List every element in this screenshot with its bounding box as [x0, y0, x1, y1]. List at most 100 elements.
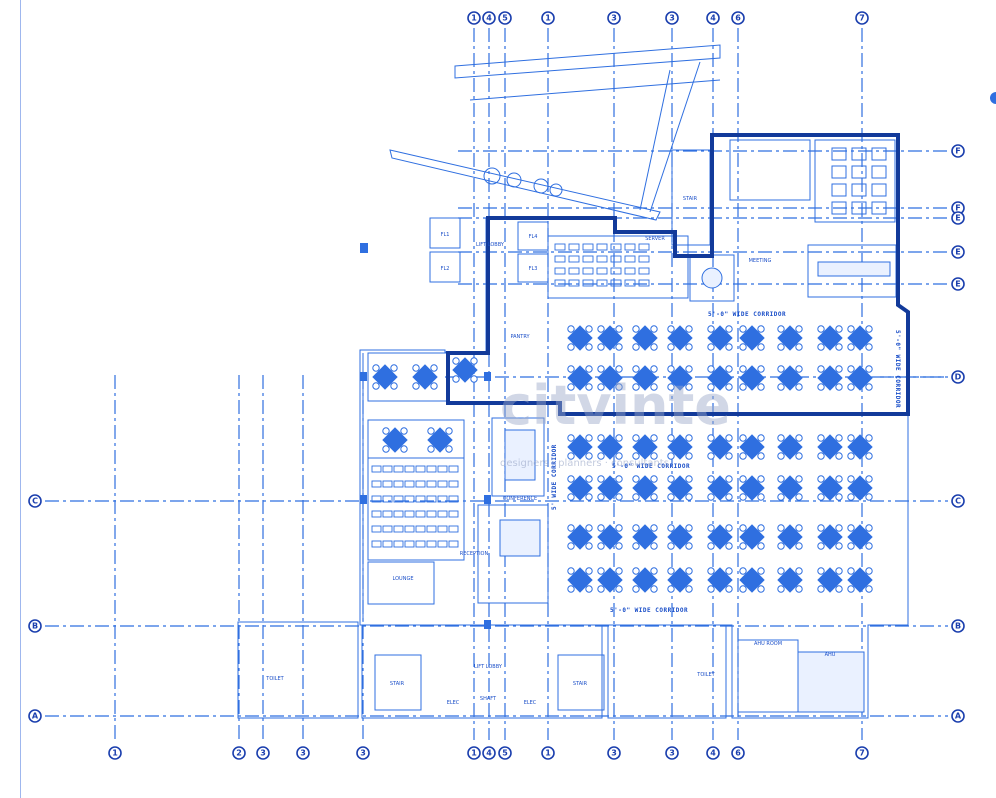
- desk: [851, 165, 867, 179]
- chair: [835, 524, 843, 532]
- workstation-cluster: [567, 567, 593, 593]
- grid-bubble-label: F: [955, 204, 960, 213]
- chair: [685, 475, 693, 483]
- workstation-cluster: [667, 434, 693, 460]
- chair: [615, 343, 623, 351]
- cluster-desk: [817, 434, 843, 460]
- chair: [650, 493, 658, 501]
- workstation-cluster: [597, 365, 623, 391]
- chair: [777, 567, 785, 575]
- grid-bubble-label: 6: [735, 749, 741, 758]
- chair: [650, 343, 658, 351]
- chair: [835, 585, 843, 593]
- cluster-desk: [632, 325, 658, 351]
- chair: [597, 567, 605, 575]
- chair: [739, 542, 747, 550]
- ahu-room: [737, 639, 799, 713]
- workstation-clusters: [372, 325, 873, 593]
- desk: [437, 540, 448, 548]
- watermark-logo: citvinte: [500, 374, 731, 437]
- chair: [597, 475, 605, 483]
- chair: [597, 343, 605, 351]
- label-ahu: AHU: [825, 652, 836, 658]
- chair: [567, 343, 575, 351]
- label-shaft: SHAFT: [480, 696, 497, 702]
- workstation-cluster: [632, 325, 658, 351]
- grid-bubble-label: E: [955, 214, 960, 223]
- cluster-desk: [597, 567, 623, 593]
- chair: [427, 427, 435, 435]
- chair: [650, 452, 658, 460]
- chair: [739, 585, 747, 593]
- chair: [632, 475, 640, 483]
- label-stair-b: STAIR: [573, 681, 588, 687]
- grid-bubble-label: 3: [669, 749, 675, 758]
- chair: [452, 357, 460, 365]
- chair: [650, 434, 658, 442]
- grid-bubble-circle: [855, 746, 869, 760]
- grid-bubble-circle: [951, 144, 965, 158]
- south-core: [361, 624, 603, 719]
- chair: [835, 493, 843, 501]
- grid-bubble-label: B: [32, 622, 38, 631]
- grid-bubble-label: 3: [611, 14, 617, 23]
- label-stair-a: STAIR: [390, 681, 405, 687]
- cluster-desk: [777, 365, 803, 391]
- cluster-desk: [847, 524, 873, 550]
- workstation-cluster: [847, 475, 873, 501]
- desk: [851, 201, 867, 215]
- chair: [615, 383, 623, 391]
- workstation-cluster: [707, 567, 733, 593]
- grid-bubble-label: A: [32, 712, 39, 721]
- column-round-4: [549, 183, 563, 197]
- grid-bubble-label: E: [955, 248, 960, 257]
- chair: [427, 445, 435, 453]
- chair: [847, 567, 855, 575]
- chair: [615, 475, 623, 483]
- grid-bubble-circle: [706, 746, 720, 760]
- desk: [415, 495, 426, 503]
- chair: [835, 452, 843, 460]
- chair: [597, 542, 605, 550]
- workstation-cluster: [667, 475, 693, 501]
- chair: [585, 567, 593, 575]
- chair: [567, 475, 575, 483]
- workstation-cluster: [777, 434, 803, 460]
- grid-bubble-label: 4: [710, 749, 716, 758]
- grid-bubble-label: B: [955, 622, 961, 631]
- grid-bubble-circle: [28, 494, 42, 508]
- workstation-cluster: [817, 475, 843, 501]
- cluster-desk: [567, 325, 593, 351]
- chair: [707, 585, 715, 593]
- cluster-desk: [632, 567, 658, 593]
- chair: [372, 364, 380, 372]
- label-lift-lobby-2: LIFT LOBBY: [476, 242, 505, 248]
- canopy-structure: [389, 44, 721, 221]
- desk: [582, 267, 594, 275]
- chair: [817, 493, 825, 501]
- cluster-desk: [817, 365, 843, 391]
- chair: [777, 542, 785, 550]
- chair: [650, 524, 658, 532]
- chair: [817, 434, 825, 442]
- chair: [685, 542, 693, 550]
- workstation-cluster: [632, 434, 658, 460]
- room-sw: [367, 561, 435, 605]
- grid-bubble-right: F: [951, 144, 965, 158]
- label-ahu-room: AHU ROOM: [754, 641, 782, 647]
- desk: [371, 465, 382, 473]
- chair: [707, 365, 715, 373]
- workstation-cluster: [817, 524, 843, 550]
- grid-bubble-circle: [951, 619, 965, 633]
- desk: [638, 279, 650, 287]
- desk: [393, 495, 404, 503]
- chair: [632, 365, 640, 373]
- grid-bubble-label: 1: [471, 749, 477, 758]
- chair: [795, 524, 803, 532]
- workstation-cluster: [817, 365, 843, 391]
- chair: [667, 493, 675, 501]
- desk: [568, 243, 580, 251]
- chair: [865, 365, 873, 373]
- chair: [667, 325, 675, 333]
- chair: [817, 383, 825, 391]
